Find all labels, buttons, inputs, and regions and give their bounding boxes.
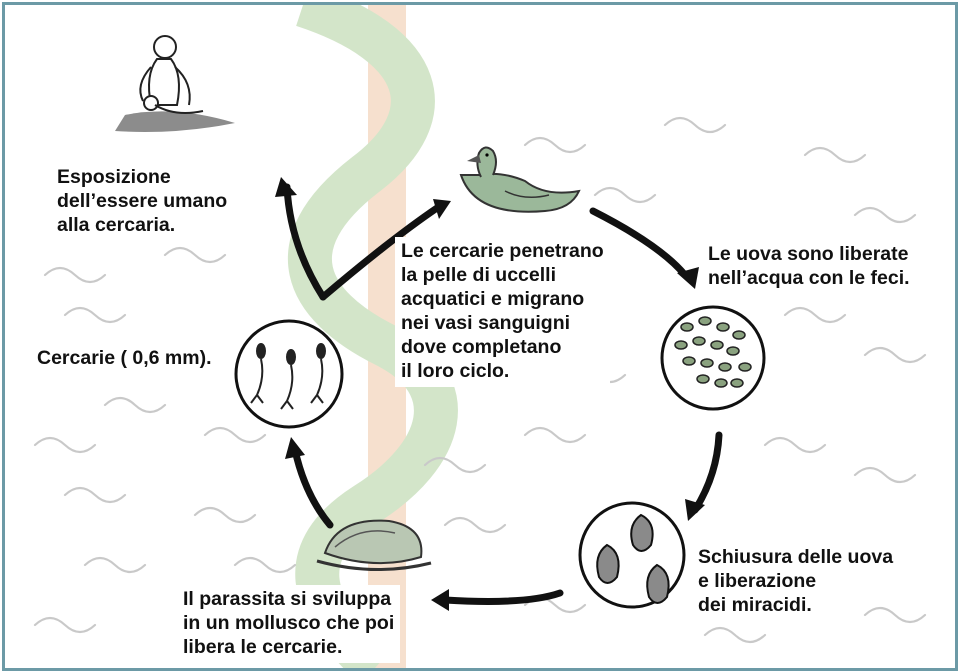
label-human-exposure: Esposizione dell’essere umano alla cerca… [57, 166, 228, 236]
cycle-arrows [283, 183, 723, 605]
label-cercariae: Cercarie ( 0,6 mm). [37, 347, 212, 369]
duck-icon [459, 146, 581, 213]
label-eggs-released: Le uova sono liberate nell’acqua con le … [708, 243, 910, 289]
life-cycle-diagram [33, 5, 927, 668]
label-snail-stage: Il parassita si sviluppa in un mollusco … [177, 585, 401, 663]
arrow-cercariae-to-human [283, 183, 327, 301]
miracidia-icon [578, 501, 686, 609]
snail-icon [316, 519, 432, 572]
eggs-icon [660, 305, 766, 411]
arrow-heads [275, 177, 705, 611]
arrow-eggs-to-hatching [691, 431, 723, 514]
label-eggs-hatching: Schiusura delle uova e liberazione dei m… [698, 546, 894, 616]
arrow-hatching-to-snail [441, 589, 564, 605]
water-waves [33, 116, 927, 644]
human-bather-icon [115, 35, 235, 132]
arrow-snail-to-cercariae [291, 446, 334, 529]
label-bird-penetration: Le cercarie penetrano la pelle di uccell… [395, 237, 610, 387]
cercariae-icon [234, 319, 344, 429]
arrow-bird-to-eggs [589, 207, 689, 279]
arrow-cercariae-to-bird [319, 204, 441, 301]
